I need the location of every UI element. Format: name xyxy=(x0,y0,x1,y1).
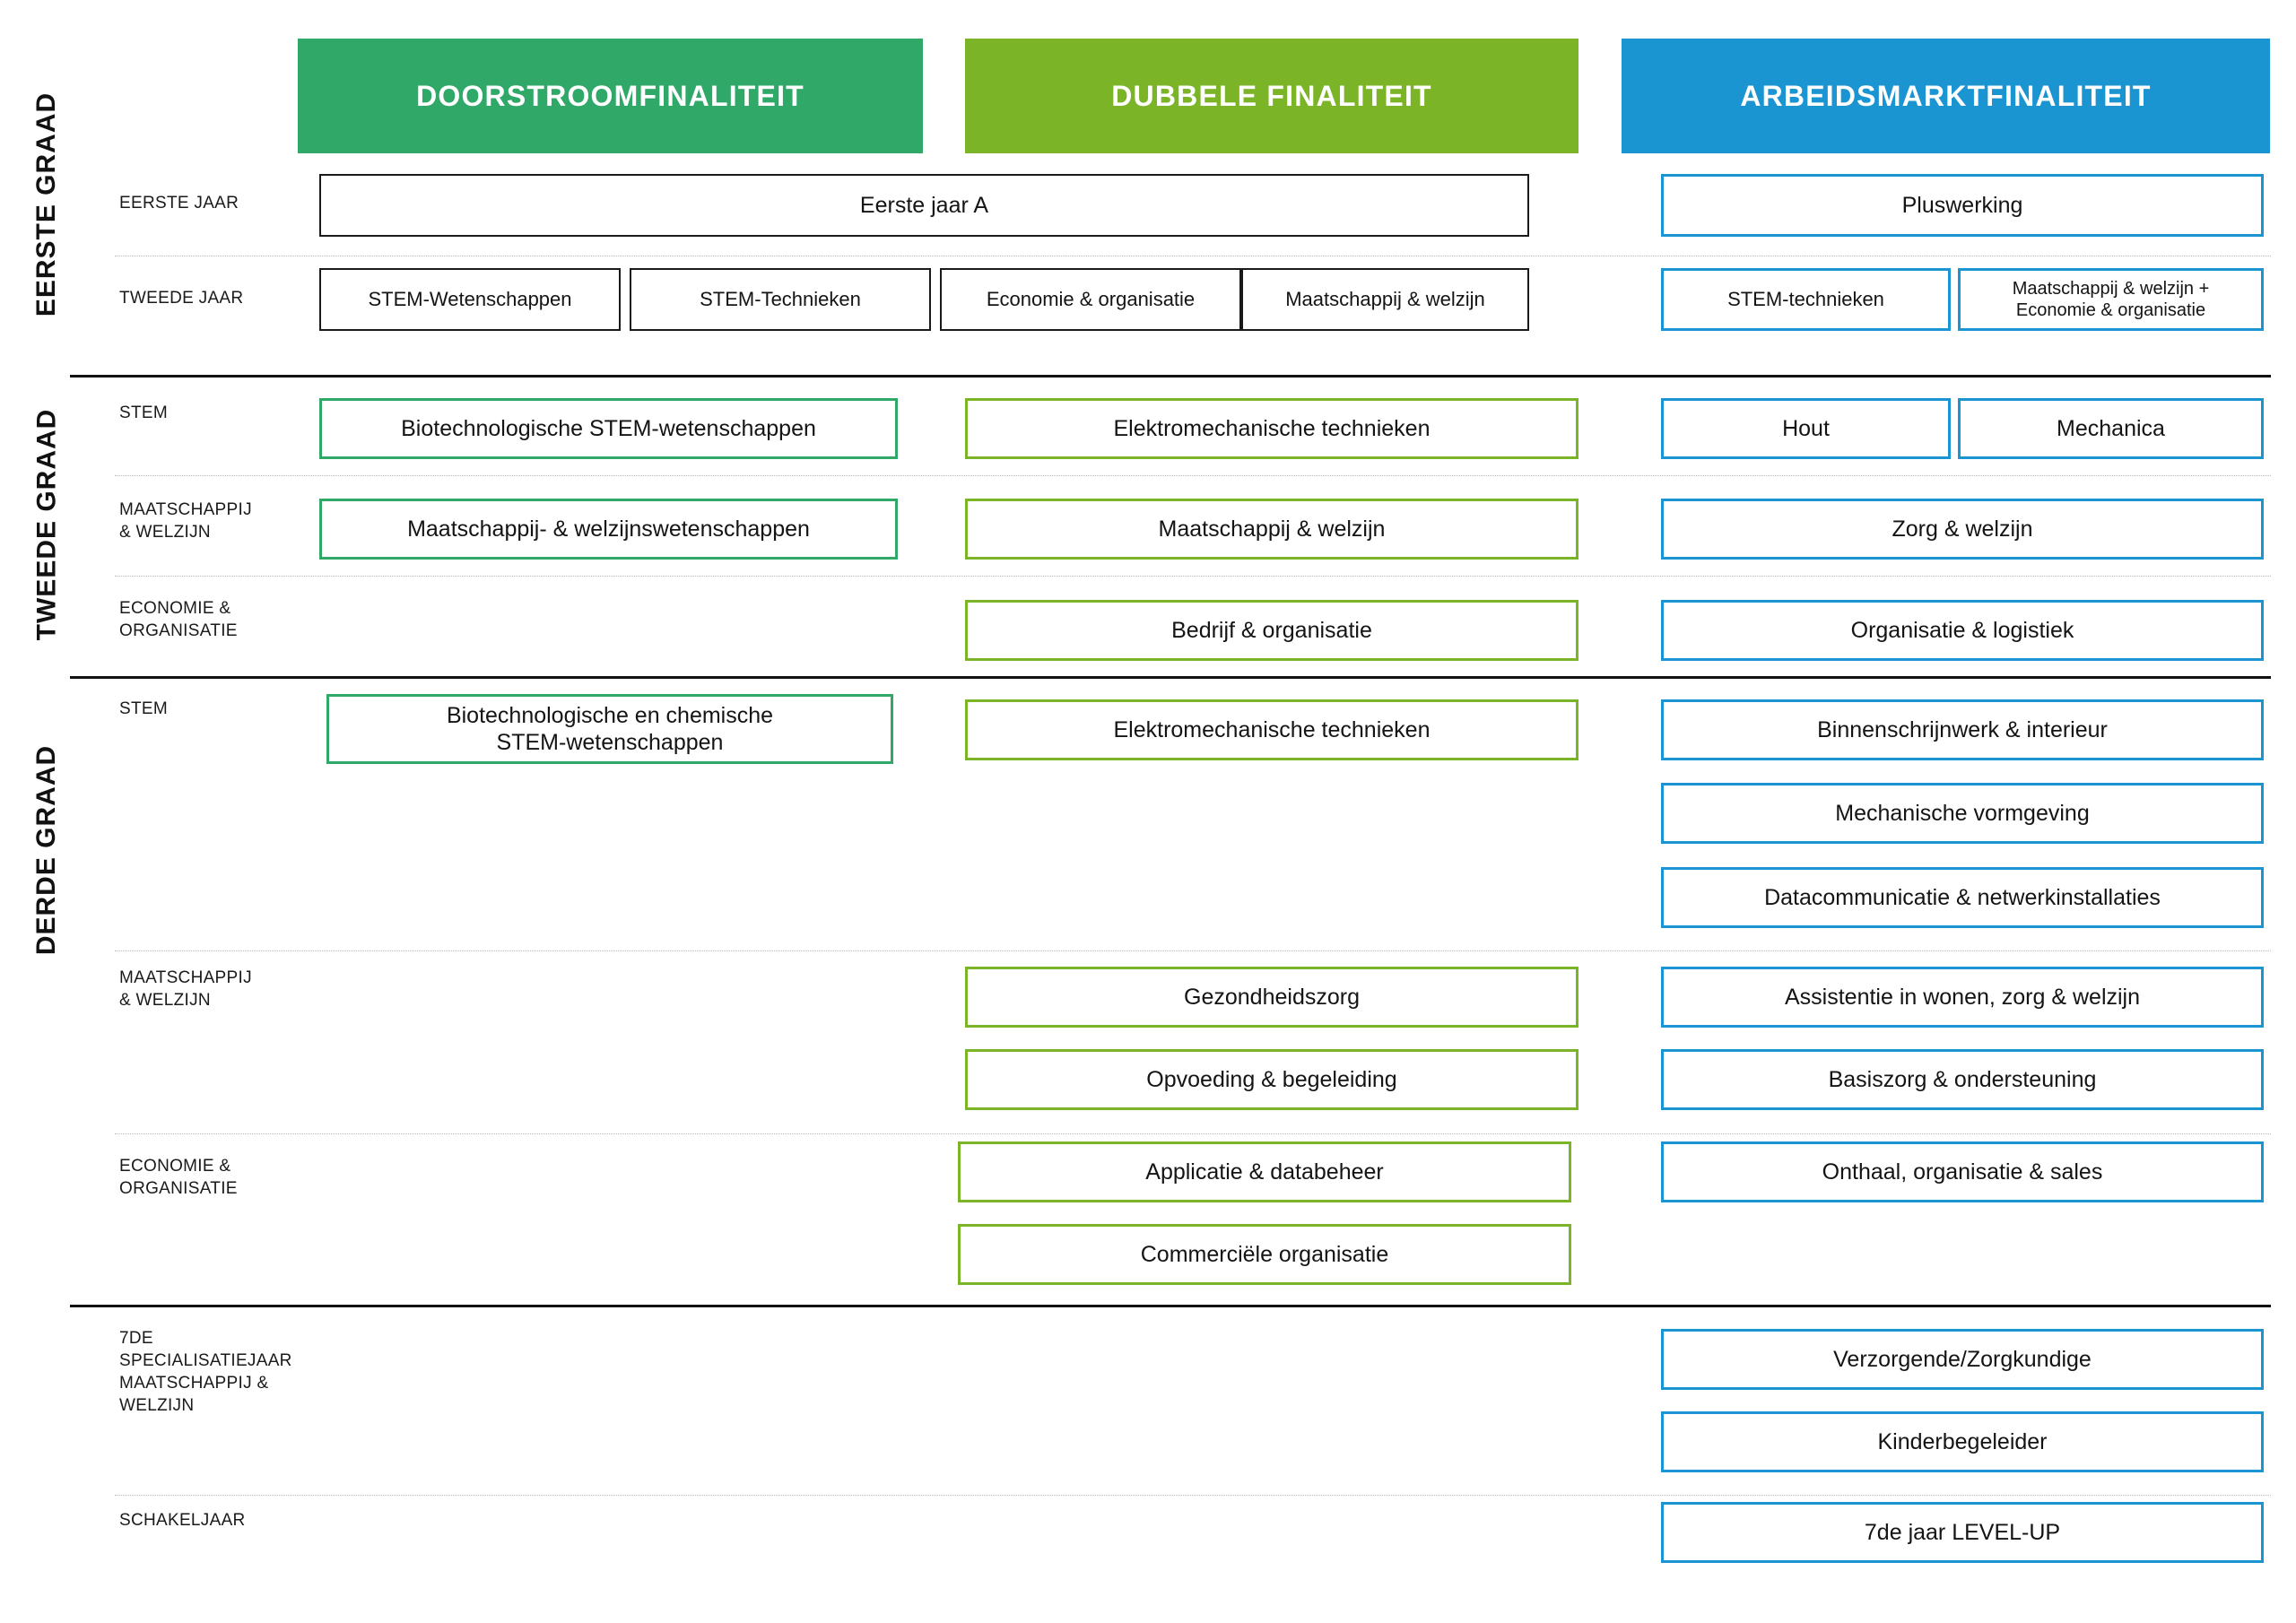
box-7de-jaar-level-up[interactable]: 7de jaar LEVEL-UP xyxy=(1661,1502,2264,1563)
box-hout[interactable]: Hout xyxy=(1661,398,1951,459)
box-elektromechanische-technieken-g2[interactable]: Elektromechanische technieken xyxy=(965,398,1578,459)
box-pluswerking[interactable]: Pluswerking xyxy=(1661,174,2264,237)
row-label-g2-stem: STEM xyxy=(119,404,168,422)
column-header-dubbele-finaliteit: DUBBELE FINALITEIT xyxy=(965,39,1578,153)
row-label-g3-maatschappij: MAATSCHAPPIJ & WELZIJN xyxy=(119,968,252,1011)
row-separator-6 xyxy=(115,1495,2271,1496)
box-mechanica[interactable]: Mechanica xyxy=(1958,398,2264,459)
row-label-schakeljaar: SCHAKELJAAR xyxy=(119,1511,246,1530)
box-blue-maatschappij-economie[interactable]: Maatschappij & welzijn + Economie & orga… xyxy=(1958,268,2264,331)
row-label-eerste-jaar: EERSTE JAAR xyxy=(119,194,239,213)
box-mechanische-vormgeving[interactable]: Mechanische vormgeving xyxy=(1661,783,2264,844)
box-stem-technieken[interactable]: STEM-Technieken xyxy=(630,268,931,331)
column-header-arbeidsmarktfinaliteit: ARBEIDSMARKTFINALITEIT xyxy=(1622,39,2270,153)
box-onthaal-organisatie-sales[interactable]: Onthaal, organisatie & sales xyxy=(1661,1141,2264,1202)
box-gezondheidszorg[interactable]: Gezondheidszorg xyxy=(965,967,1578,1028)
box-applicatie-databeheer[interactable]: Applicatie & databeheer xyxy=(958,1141,1571,1202)
box-binnenschrijnwerk-interieur[interactable]: Binnenschrijnwerk & interieur xyxy=(1661,699,2264,760)
grade-divider-tweede-derde xyxy=(70,676,2271,679)
row-label-g3-stem: STEM xyxy=(119,699,168,718)
box-maatschappij-welzijn[interactable]: Maatschappij & welzijn xyxy=(1241,268,1529,331)
grade-divider-derde-specialisatie xyxy=(70,1305,2271,1307)
row-separator-2 xyxy=(115,475,2271,476)
box-bedrijf-organisatie[interactable]: Bedrijf & organisatie xyxy=(965,600,1578,661)
box-economie-organisatie[interactable]: Economie & organisatie xyxy=(940,268,1241,331)
row-label-g2-maatschappij: MAATSCHAPPIJ & WELZIJN xyxy=(119,500,252,542)
row-label-tweede-jaar: TWEEDE JAAR xyxy=(119,289,244,308)
box-assistentie-wonen-zorg-welzijn[interactable]: Assistentie in wonen, zorg & welzijn xyxy=(1661,967,2264,1028)
box-zorg-welzijn[interactable]: Zorg & welzijn xyxy=(1661,499,2264,560)
box-datacommunicatie-netwerkinstallaties[interactable]: Datacommunicatie & netwerkinstallaties xyxy=(1661,867,2264,928)
box-elektromechanische-technieken-g3[interactable]: Elektromechanische technieken xyxy=(965,699,1578,760)
box-maatschappij-welzijnswetenschappen[interactable]: Maatschappij- & welzijnswetenschappen xyxy=(319,499,898,560)
box-organisatie-logistiek[interactable]: Organisatie & logistiek xyxy=(1661,600,2264,661)
row-separator-4 xyxy=(115,950,2271,951)
box-stem-wetenschappen[interactable]: STEM-Wetenschappen xyxy=(319,268,621,331)
column-header-doorstroomfinaliteit: DOORSTROOMFINALITEIT xyxy=(298,39,923,153)
row-separator-5 xyxy=(115,1133,2271,1134)
box-verzorgende-zorgkundige[interactable]: Verzorgende/Zorgkundige xyxy=(1661,1329,2264,1390)
row-separator-3 xyxy=(115,576,2271,577)
box-commerciele-organisatie[interactable]: Commerciële organisatie xyxy=(958,1224,1571,1285)
row-label-specialisatiejaar: 7DE SPECIALISATIEJAAR MAATSCHAPPIJ & WEL… xyxy=(119,1329,292,1416)
box-maatschappij-welzijn-g2[interactable]: Maatschappij & welzijn xyxy=(965,499,1578,560)
box-biotechnologische-stem-wetenschappen[interactable]: Biotechnologische STEM-wetenschappen xyxy=(319,398,898,459)
box-biotechnologische-chemische-stem[interactable]: Biotechnologische en chemische STEM-wete… xyxy=(326,694,893,764)
grade-divider-eerste-tweede xyxy=(70,375,2271,378)
box-basiszorg-ondersteuning[interactable]: Basiszorg & ondersteuning xyxy=(1661,1049,2264,1110)
program-grid: EERSTE JAAR Eerste jaar A Pluswerking TW… xyxy=(0,161,2296,1623)
column-headers: DOORSTROOMFINALITEIT DUBBELE FINALITEIT … xyxy=(0,39,2296,153)
row-label-g3-economie: ECONOMIE & ORGANISATIE xyxy=(119,1157,238,1199)
box-eerste-jaar-a[interactable]: Eerste jaar A xyxy=(319,174,1529,237)
box-kinderbegeleider[interactable]: Kinderbegeleider xyxy=(1661,1411,2264,1472)
box-opvoeding-begeleiding[interactable]: Opvoeding & begeleiding xyxy=(965,1049,1578,1110)
box-blue-stem-technieken[interactable]: STEM-technieken xyxy=(1661,268,1951,331)
row-label-g2-economie: ECONOMIE & ORGANISATIE xyxy=(119,599,238,641)
